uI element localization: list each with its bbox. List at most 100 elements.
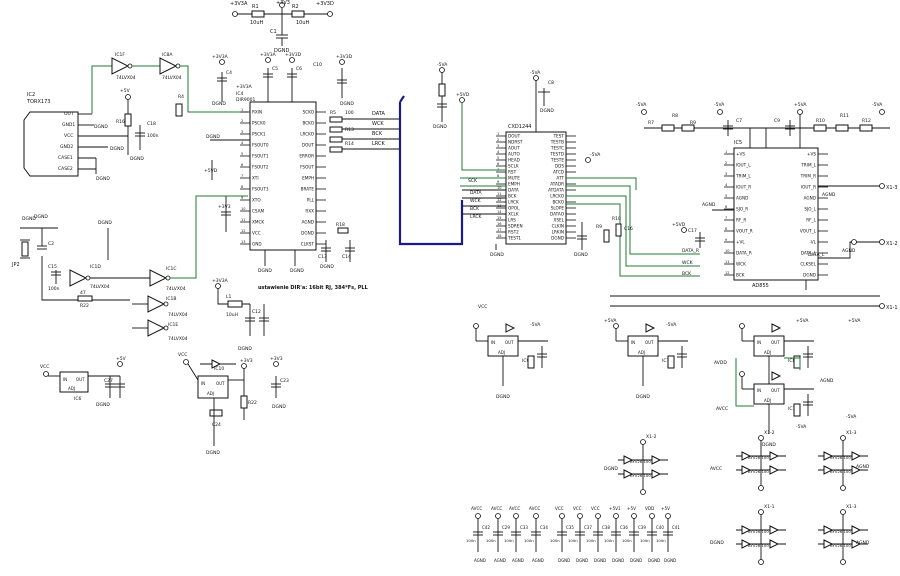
pin-number: 10: [241, 207, 245, 211]
label-r5: R5: [330, 110, 336, 116]
osc-gnd-c: DGND: [98, 220, 112, 226]
pin-number: 9: [497, 180, 499, 184]
label-c14: C14: [342, 254, 351, 260]
cap-supply-label: AVCC: [509, 506, 520, 511]
bridge-diode: [651, 455, 662, 465]
net-avcc: AVCC: [716, 406, 728, 412]
label-c6: C6: [296, 66, 302, 72]
pin-label: LRS: [508, 218, 516, 223]
ic8a-part: 74LVX04: [162, 75, 182, 81]
ic3-5v1-c: -5VA: [590, 152, 601, 158]
bridge-diode: [851, 451, 862, 461]
reg-pin-in: IN: [491, 340, 495, 345]
cap-value: 100n: [640, 538, 650, 543]
label-r11: R11: [840, 113, 849, 119]
pin-label: RF_R: [736, 218, 746, 223]
pin-label: TESTB: [550, 140, 564, 145]
value-l1: 10uH: [226, 312, 238, 318]
pin-number: 6: [241, 163, 243, 167]
pin-label: BCK: [736, 273, 745, 278]
bridge-part: BYV26-100: [748, 455, 769, 460]
reg-terminal: [739, 323, 745, 329]
pin-label: FSOUT: [300, 165, 314, 170]
bridge-diode: [769, 465, 780, 475]
label-r13: R13: [345, 127, 354, 133]
decoupling-capacitor-row: AVCCC42100nAGNDAVCCC29100nAGNDAVCCC33100…: [466, 506, 680, 563]
pin-label: LRKIN: [552, 230, 564, 235]
left-reg-gnd: DGND: [96, 402, 110, 408]
pin-label: FSOUT2: [252, 165, 269, 170]
bridge-part: BYV26-100: [830, 529, 851, 534]
cap-ground: DGND: [664, 558, 676, 563]
cap-label: C38: [602, 525, 610, 530]
pin-number: 6: [497, 162, 499, 166]
ic4-3v3-left: +3V3: [218, 204, 231, 210]
bridge-gnd-2: DGND: [710, 540, 724, 546]
net-m5va-ic11b: -5VA: [846, 414, 857, 420]
label-c12-l1: C12: [252, 309, 261, 315]
cap-value: 100n: [466, 538, 476, 543]
pin-number: 7: [725, 216, 727, 220]
pin-label: XCLK: [508, 212, 519, 217]
pin-label: XTI: [252, 176, 259, 181]
reg-gnd: DGND: [496, 394, 510, 400]
pin-number: 2: [241, 119, 243, 123]
reg-resistor: [793, 403, 801, 417]
ic3-lrck: LRCK: [470, 214, 483, 220]
cap-label: C36: [620, 525, 628, 530]
sig-data-l: DATA_L: [808, 252, 825, 258]
pin-label: XSEL: [553, 218, 564, 223]
pin-number: 14: [497, 210, 502, 214]
reg-green-link: [735, 358, 754, 407]
pin-number: 13: [241, 240, 245, 244]
reg-gnd: DGND: [762, 442, 776, 448]
label-l1: L1: [226, 294, 232, 300]
ic3-cxd1244: CXD1244 DOUT1NDRST2AOUT3AUTO4HEAD5SCLK6R…: [433, 62, 700, 277]
pin-label: DOUT: [508, 134, 521, 139]
ic2-pin-gnd1: GND1: [62, 122, 75, 128]
value-r1: 10uH: [250, 20, 264, 26]
ic10-in: IN: [201, 381, 205, 386]
ic2-torx173: IC2 TORX173 OUT GND1 VCC GND2 CASE1 CASE…: [23, 92, 128, 182]
bridge-part: BYV26-100: [830, 469, 851, 474]
ic3-bck: BCK: [470, 206, 480, 212]
pin-number: 6: [725, 205, 727, 209]
cap-ground: AGND: [474, 558, 486, 563]
value-r22: 47: [80, 290, 86, 296]
pin-label: DGND: [803, 273, 816, 278]
pin-label: +VS: [807, 152, 816, 157]
ic5-ad855: IC5 AD855 +VS1IOUT_L2TRIM_L3IOUT_R4AGND5…: [610, 102, 898, 311]
pin-label: FSOUT3: [252, 187, 269, 192]
label-r9: R9: [596, 224, 602, 230]
bridge-part: BYV26-100: [830, 543, 851, 548]
label-r9-top: R9: [690, 120, 696, 126]
reg-name: IC7: [662, 358, 669, 364]
net-avdd: AVDD: [714, 360, 727, 366]
pin-label: GND: [252, 242, 262, 247]
pin-label: AGND: [302, 220, 314, 225]
reg-gnd: DGND: [636, 394, 650, 400]
ic4-right-pins: SCKOBCKOLRCKODOUTERRORFSOUTEMPHBRATEPLLR…: [299, 110, 326, 247]
ic8a-name: IC8A: [162, 52, 173, 58]
reg-pin-in: IN: [631, 340, 635, 345]
label-c8: C8: [548, 80, 554, 86]
ic2-pin-out: OUT: [64, 111, 74, 117]
label-r8: R8: [672, 113, 678, 119]
label-c9: C9: [774, 118, 780, 124]
ic10-out: OUT: [216, 381, 225, 386]
ic10-gnd: DGND: [206, 450, 220, 456]
ic5-m5va-b: -5VA: [714, 102, 725, 108]
c23-gnd: DGND: [272, 404, 286, 410]
net-3v3-c23: +3V3: [270, 356, 283, 362]
bridge-terminal: [840, 485, 846, 491]
pin-label: VOUT_R: [736, 229, 753, 234]
cap-supply-terminal: [613, 513, 619, 519]
ic4-gnd-b1: DGND: [258, 268, 272, 274]
ic5-p5va: +5VA: [794, 102, 807, 108]
ic3-5v1: -5VA: [437, 62, 448, 68]
reg-terminal: [613, 323, 619, 329]
ic1e-part: 74LVX04: [168, 336, 188, 342]
ic10-name: IC10: [214, 366, 224, 372]
osc-gnd-b: DGND: [34, 214, 48, 220]
net-3v3-top: +3V3: [276, 0, 290, 6]
